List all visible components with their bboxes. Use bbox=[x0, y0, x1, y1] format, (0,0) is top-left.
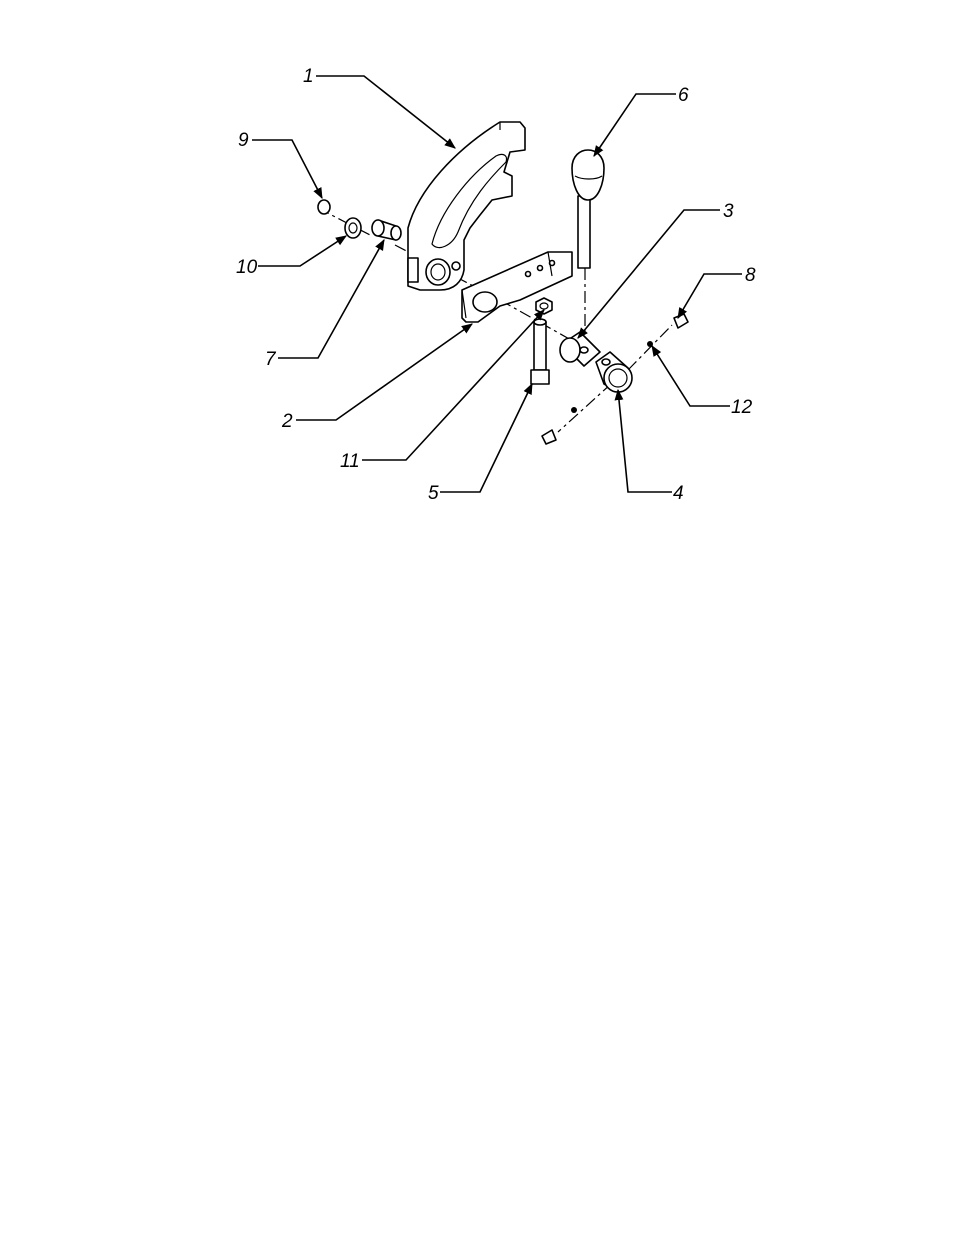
part-7-pin bbox=[372, 220, 401, 240]
lower-ball-and-screw bbox=[542, 407, 577, 444]
part-6-knob-rod bbox=[572, 150, 604, 268]
callout-2: 2 bbox=[281, 411, 293, 432]
callout-9: 9 bbox=[238, 130, 249, 151]
callout-8: 8 bbox=[745, 265, 756, 286]
leader-8 bbox=[678, 274, 742, 318]
callout-12: 12 bbox=[731, 397, 753, 418]
leader-11 bbox=[362, 310, 544, 460]
leader-9 bbox=[252, 140, 322, 198]
leader-6 bbox=[594, 94, 676, 156]
callout-1: 1 bbox=[303, 66, 314, 87]
callout-7: 7 bbox=[265, 349, 277, 370]
leader-1 bbox=[316, 76, 455, 148]
part-10-washer bbox=[345, 218, 361, 238]
part-8-set-screw bbox=[674, 314, 688, 328]
callout-11: 11 bbox=[340, 451, 360, 472]
leader-5 bbox=[440, 384, 532, 492]
part-1-quadrant-plate bbox=[408, 122, 525, 290]
callout-5: 5 bbox=[428, 483, 439, 504]
callout-3: 3 bbox=[723, 201, 734, 222]
leader-7 bbox=[278, 240, 384, 358]
callout-10: 10 bbox=[236, 257, 258, 278]
leader-2 bbox=[296, 324, 472, 420]
part-9-retaining-ring bbox=[318, 200, 330, 214]
leader-10 bbox=[258, 236, 346, 266]
part-4-collar bbox=[596, 352, 632, 392]
leader-12 bbox=[652, 346, 730, 406]
part-5-bolt bbox=[531, 319, 549, 384]
part-11-nut bbox=[536, 298, 552, 314]
leader-3 bbox=[578, 210, 720, 338]
part-2-lever-arm bbox=[462, 252, 572, 322]
callout-4: 4 bbox=[673, 483, 684, 504]
callout-6: 6 bbox=[678, 85, 689, 106]
leader-4 bbox=[618, 390, 672, 492]
